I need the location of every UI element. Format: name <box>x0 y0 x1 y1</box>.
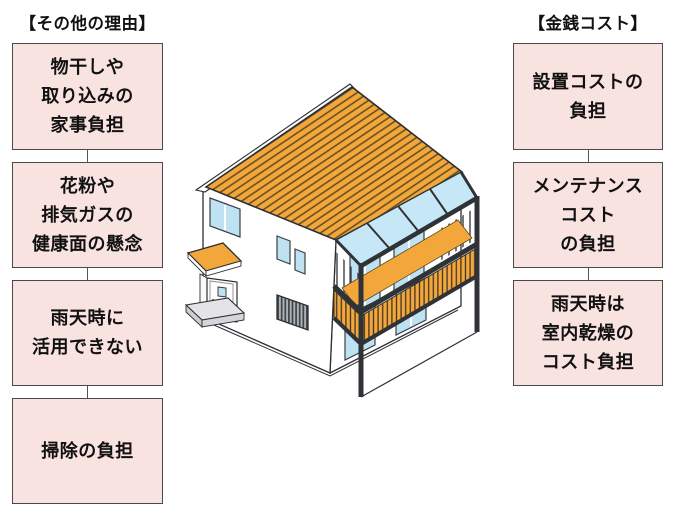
house-roof <box>194 83 464 241</box>
cost-box-text: メンテナンス コスト の負担 <box>532 175 644 254</box>
entrance-step <box>184 297 246 329</box>
connector-line <box>587 268 590 280</box>
balcony-balusters-right <box>438 208 475 262</box>
balcony <box>332 196 480 398</box>
cost-box-indoor-drying: 雨天時は 室内乾燥の コスト負担 <box>513 280 663 386</box>
right-column-header: 【金銭コスト】 <box>528 15 648 33</box>
left-column-header: 【その他の理由】 <box>19 15 156 33</box>
balcony-railing-front <box>333 288 362 346</box>
window-upper-left <box>209 197 241 238</box>
connector-line <box>86 268 89 280</box>
balcony-top-rail <box>332 241 479 315</box>
balcony-balusters-front <box>334 250 361 312</box>
balcony-deck <box>341 219 473 307</box>
front-door <box>206 277 238 323</box>
balcony-post-right <box>474 196 480 332</box>
house-right-wall <box>329 170 462 375</box>
connector-line <box>86 150 89 162</box>
reason-box-rainy-day: 雨天時に 活用できない <box>12 280 163 386</box>
ground-line <box>206 309 459 377</box>
window-narrow-pair <box>276 235 306 275</box>
connector-line <box>86 386 89 398</box>
connector-line <box>587 150 590 162</box>
reason-box-cleaning: 掃除の負担 <box>12 398 163 504</box>
reason-box-pollen-health: 花粉や 排気ガスの 健康面の懸念 <box>12 162 163 268</box>
roof-orange-plane <box>204 86 464 241</box>
door-canopy <box>186 242 243 272</box>
house-front-wall <box>202 161 337 374</box>
balcony-floor-beam <box>332 274 479 346</box>
reason-box-laundry-chore: 物干しや 取り込みの 家事負担 <box>12 43 163 150</box>
window-upper-right <box>349 214 425 315</box>
reason-box-text: 雨天時に 活用できない <box>32 308 143 357</box>
louver-window <box>276 294 309 331</box>
window-lower-right <box>344 277 427 361</box>
balcony-railing-side <box>360 247 478 345</box>
cost-box-maintenance: メンテナンス コスト の負担 <box>513 162 663 268</box>
cost-box-text: 設置コストの 負担 <box>532 71 644 121</box>
reason-box-text: 掃除の負担 <box>41 440 134 461</box>
cost-box-text: 雨天時は 室内乾燥の コスト負担 <box>541 293 635 372</box>
balcony-ground-line <box>360 331 478 398</box>
balcony-post-front <box>358 263 364 397</box>
entrance <box>184 242 246 329</box>
glass-roof-outer-beam <box>359 196 479 268</box>
cost-box-installation: 設置コストの 負担 <box>513 43 663 150</box>
door-window <box>217 286 227 298</box>
roof-fascia <box>194 83 356 193</box>
reason-box-text: 花粉や 排気ガスの 健康面の懸念 <box>32 175 143 254</box>
reason-box-text: 物干しや 取り込みの 家事負担 <box>41 57 134 135</box>
balcony-glass-roof <box>334 171 479 268</box>
